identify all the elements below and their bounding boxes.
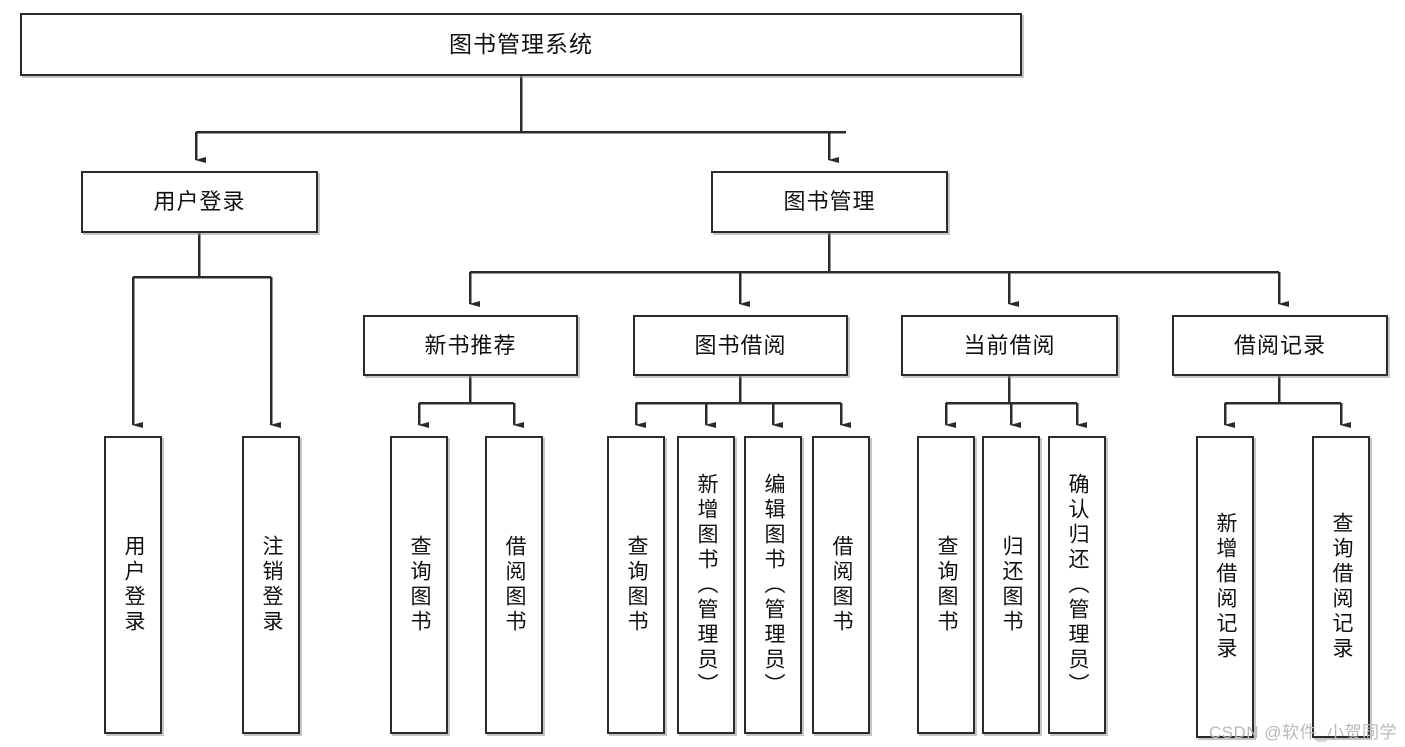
node-book-borrow[interactable]: 图书借阅 xyxy=(633,315,848,376)
node-leaf-query-book-1-label: 查询图书 xyxy=(408,535,432,635)
node-leaf-borrow-book-1[interactable]: 借阅图书 xyxy=(485,436,543,734)
node-leaf-edit-book[interactable]: 编辑图书（管理员） xyxy=(744,436,802,734)
node-root-label: 图书管理系统 xyxy=(449,31,593,58)
node-current-borrow-label: 当前借阅 xyxy=(963,332,1056,358)
node-book-manage[interactable]: 图书管理 xyxy=(711,171,948,233)
node-borrow-record-label: 借阅记录 xyxy=(1233,332,1326,358)
node-leaf-query-book-3-label: 查询图书 xyxy=(935,535,959,635)
node-current-borrow[interactable]: 当前借阅 xyxy=(901,315,1118,376)
node-leaf-confirm-return-label: 确认归还（管理员） xyxy=(1066,472,1090,698)
node-leaf-edit-book-label: 编辑图书（管理员） xyxy=(762,472,786,698)
node-leaf-add-record-label: 新增借阅记录 xyxy=(1214,512,1238,662)
node-book-manage-label: 图书管理 xyxy=(783,189,876,215)
node-new-book-rec-label: 新书推荐 xyxy=(424,332,517,358)
node-new-book-rec[interactable]: 新书推荐 xyxy=(363,315,578,376)
node-leaf-query-record-label: 查询借阅记录 xyxy=(1330,512,1354,662)
node-leaf-logout[interactable]: 注销登录 xyxy=(242,436,300,734)
node-leaf-borrow-book-1-label: 借阅图书 xyxy=(503,535,527,635)
node-user-login[interactable]: 用户登录 xyxy=(81,171,318,233)
node-leaf-borrow-book-2-label: 借阅图书 xyxy=(830,535,854,635)
node-leaf-borrow-book-2[interactable]: 借阅图书 xyxy=(812,436,870,734)
node-leaf-query-book-3[interactable]: 查询图书 xyxy=(917,436,975,734)
node-leaf-query-book-1[interactable]: 查询图书 xyxy=(390,436,448,734)
node-leaf-return-book[interactable]: 归还图书 xyxy=(982,436,1040,734)
node-leaf-user-login-label: 用户登录 xyxy=(122,535,146,635)
node-leaf-confirm-return[interactable]: 确认归还（管理员） xyxy=(1048,436,1106,734)
node-leaf-query-record[interactable]: 查询借阅记录 xyxy=(1312,436,1370,738)
node-leaf-add-book-label: 新增图书（管理员） xyxy=(695,472,719,698)
node-user-login-label: 用户登录 xyxy=(153,189,246,215)
node-leaf-add-book[interactable]: 新增图书（管理员） xyxy=(677,436,735,734)
node-root[interactable]: 图书管理系统 xyxy=(20,13,1022,76)
node-leaf-query-book-2[interactable]: 查询图书 xyxy=(607,436,665,734)
node-book-borrow-label: 图书借阅 xyxy=(694,332,787,358)
node-leaf-return-book-label: 归还图书 xyxy=(1000,535,1024,635)
node-leaf-logout-label: 注销登录 xyxy=(260,535,284,635)
node-borrow-record[interactable]: 借阅记录 xyxy=(1172,315,1388,376)
node-leaf-user-login[interactable]: 用户登录 xyxy=(104,436,162,734)
node-leaf-add-record[interactable]: 新增借阅记录 xyxy=(1196,436,1254,738)
node-leaf-query-book-2-label: 查询图书 xyxy=(625,535,649,635)
